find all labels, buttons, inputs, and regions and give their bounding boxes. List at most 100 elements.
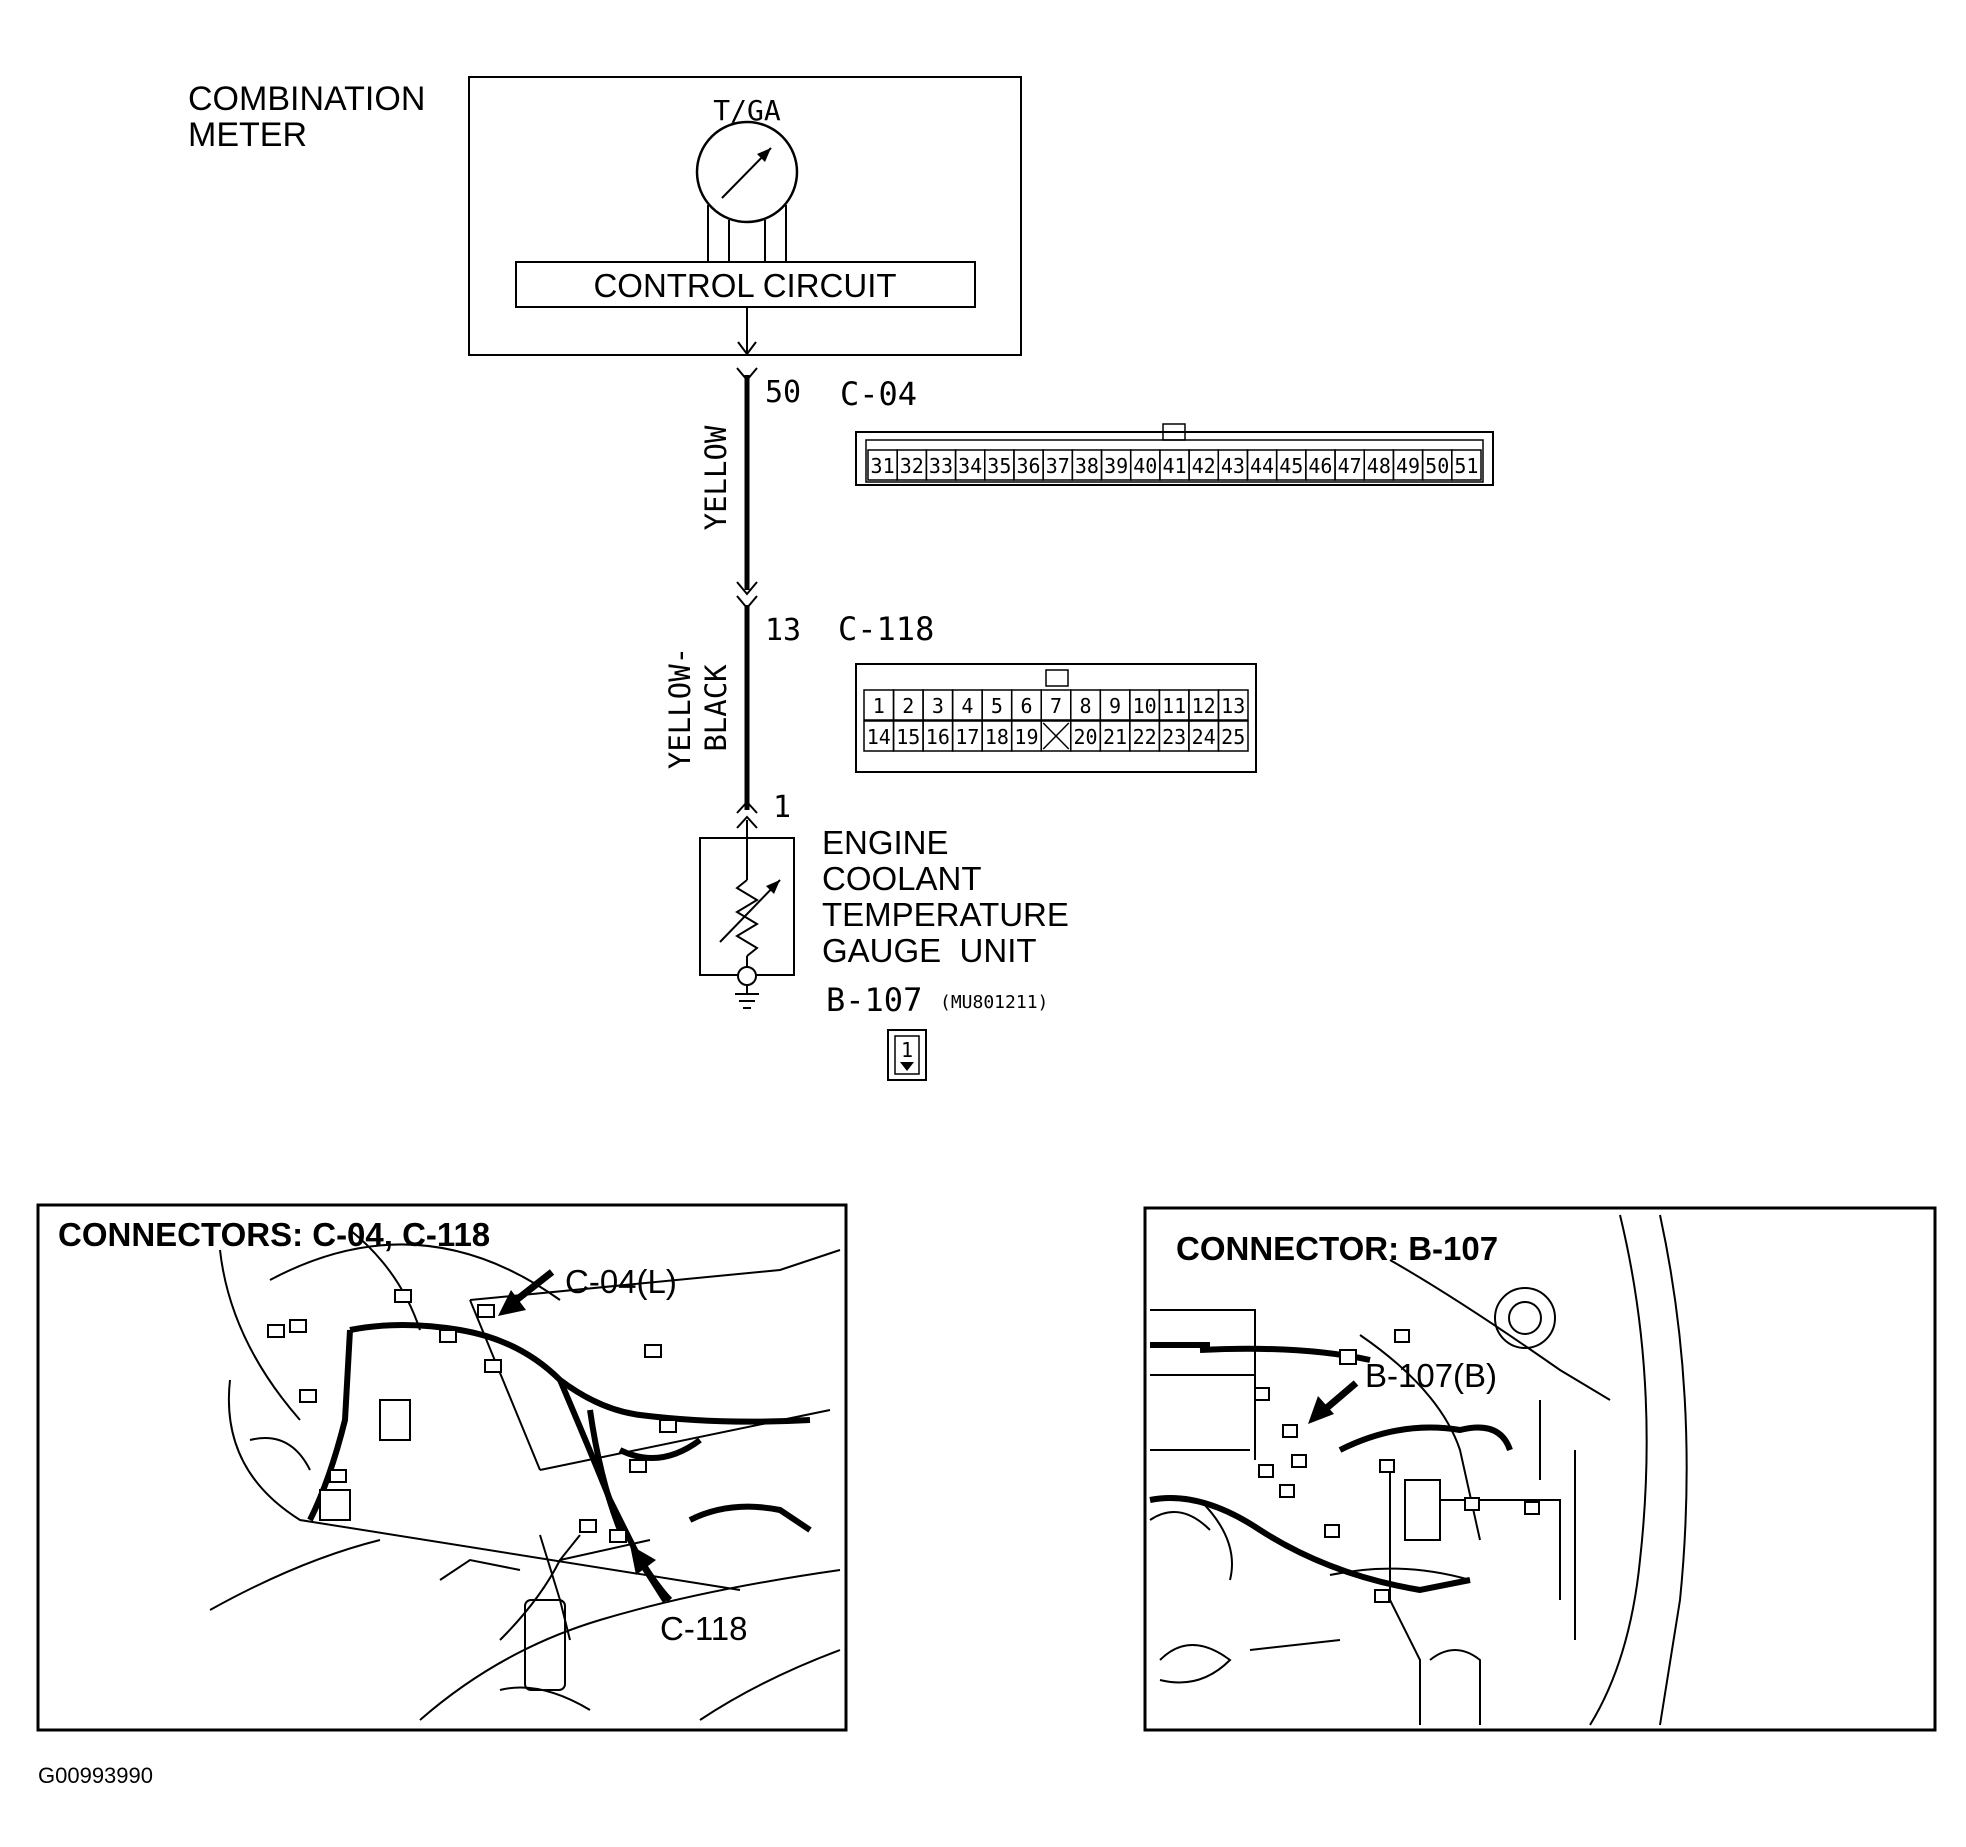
c04-pin-37: 37 (1042, 449, 1074, 481)
callout-c118: C-118 (660, 1610, 747, 1647)
c118-pin-19: 19 (1010, 720, 1042, 752)
c118-pin-2-label: 2 (902, 694, 914, 718)
c04-pin-35: 35 (984, 449, 1015, 481)
c04-pin-44: 44 (1246, 449, 1278, 481)
c04-pin-38: 38 (1071, 449, 1103, 481)
combination-meter: COMBINATION METER T/GA CONTROL CIRCUIT (188, 76, 1022, 356)
c118-pin-17: 17 (951, 720, 983, 752)
c118-pin-16-label: 16 (926, 725, 950, 749)
engine-bay-illustration (1149, 1214, 1688, 1726)
figure-id: G00993990 (38, 1763, 153, 1788)
connector-b107-name: B-107 (826, 981, 922, 1019)
callout-b107: B-107(B) (1365, 1357, 1497, 1394)
coolant-temperature-sensor: ENGINE COOLANT TEMPERATURE GAUGE UNIT B-… (699, 824, 1069, 1081)
inset-right-title: CONNECTOR: B-107 (1176, 1230, 1498, 1267)
c118-pin-4-label: 4 (961, 694, 973, 718)
c04-pin-32: 32 (896, 449, 928, 481)
wire-color-labels: YELLOW YELLOW- BLACK (663, 425, 733, 769)
c04-pin-51-label: 51 (1454, 454, 1478, 478)
c118-pin-23: 23 (1158, 720, 1190, 752)
wire-color-yellow: YELLOW (699, 425, 733, 530)
c04-pin-43-label: 43 (1221, 454, 1245, 478)
arrow-icon-b107 (1308, 1380, 1359, 1424)
c118-pin-7: 7 (1040, 689, 1072, 721)
c04-pin-41: 41 (1159, 449, 1190, 481)
c04-pin-36-label: 36 (1017, 454, 1041, 478)
c04-pin-32-label: 32 (900, 454, 924, 478)
c118-pin-24-label: 24 (1192, 725, 1216, 749)
c04-pin-34-label: 34 (958, 454, 982, 478)
arrow-icon-c118 (630, 1545, 669, 1603)
c04-pin-35-label: 35 (987, 454, 1011, 478)
thermistor-icon (719, 879, 781, 986)
c118-pin-20: 20 (1070, 720, 1102, 752)
c118-pin-3: 3 (922, 689, 954, 721)
c118-pin-1-label: 1 (873, 694, 885, 718)
connector-c118-name: C-118 (838, 610, 934, 648)
c118-pin-5-label: 5 (991, 694, 1003, 718)
c04-pin-39-label: 39 (1104, 454, 1128, 478)
c118-pin-13: 13 (1217, 689, 1249, 721)
c04-pin-49-label: 49 (1396, 454, 1420, 478)
dashboard-illustration (209, 1229, 841, 1721)
c04-pin-37-label: 37 (1046, 454, 1070, 478)
c04-pin-46: 46 (1305, 449, 1336, 481)
c118-pin-22-label: 22 (1133, 725, 1157, 749)
c04-pin-45: 45 (1275, 449, 1307, 481)
meter-box (468, 76, 1022, 356)
sensor-label-line2: COOLANT (822, 860, 982, 897)
c04-pin-46-label: 46 (1308, 454, 1332, 478)
c04-pin-48-label: 48 (1367, 454, 1391, 478)
arrow-icon-c04 (498, 1269, 555, 1316)
c04-pin-33: 33 (925, 449, 957, 481)
c118-pin-10: 10 (1129, 689, 1161, 721)
c118-pin-24: 24 (1188, 720, 1220, 752)
c04-pin-40-label: 40 (1133, 454, 1157, 478)
c118-pin-12-label: 12 (1192, 694, 1216, 718)
c118-pin-20-label: 20 (1073, 725, 1097, 749)
connector-shapes (267, 1289, 677, 1543)
c04-pin-47: 47 (1334, 449, 1365, 481)
c04-pin-40: 40 (1129, 449, 1161, 481)
c04-pin-47-label: 47 (1338, 454, 1362, 478)
c118-pin-11-label: 11 (1162, 694, 1186, 718)
c118-pin-8: 8 (1070, 689, 1102, 721)
c04-pin-45-label: 45 (1279, 454, 1303, 478)
control-circuit-label: CONTROL CIRCUIT (593, 267, 896, 304)
c118-pin-25-label: 25 (1221, 725, 1245, 749)
ground-icon (735, 985, 759, 1009)
control-circuit-box (515, 261, 976, 308)
c118-pin-21-label: 21 (1103, 725, 1127, 749)
pin-50: 50 (765, 375, 801, 410)
c118-pin-15: 15 (892, 720, 924, 752)
c04-pin-34: 34 (954, 449, 986, 481)
meter-label-line2: METER (188, 116, 307, 154)
connector-b107: 1 (887, 1029, 927, 1081)
c118-pin-21: 21 (1099, 720, 1131, 752)
c04-pin-33-label: 33 (929, 454, 953, 478)
c118-pin-7-label: 7 (1050, 694, 1062, 718)
inset-left-title: CONNECTORS: C-04, C-118 (58, 1216, 490, 1253)
sensor-label-line3: TEMPERATURE (822, 896, 1069, 933)
connector-b107-pin: 1 (901, 1038, 913, 1062)
inset-right: CONNECTOR: B-107 B-107(B) (1143, 1206, 1937, 1732)
sensor-label-line4: GAUGE UNIT (822, 932, 1037, 969)
c118-pin-16: 16 (922, 720, 954, 752)
c04-pin-48: 48 (1363, 449, 1395, 481)
c04-pin-43: 43 (1217, 449, 1249, 481)
pin-1: 1 (773, 790, 791, 825)
c118-pin-17-label: 17 (955, 725, 979, 749)
c118-pin-9: 9 (1099, 689, 1131, 721)
c04-pin-39: 39 (1100, 449, 1132, 481)
c118-pin-5: 5 (981, 689, 1013, 721)
c04-pin-42: 42 (1188, 449, 1220, 481)
c118-pin-23-label: 23 (1162, 725, 1186, 749)
connector-c118-outline (855, 663, 1257, 773)
c118-pin-10-label: 10 (1133, 694, 1157, 718)
c118-pin-22: 22 (1129, 720, 1161, 752)
sensor-label-line1: ENGINE (822, 824, 949, 861)
